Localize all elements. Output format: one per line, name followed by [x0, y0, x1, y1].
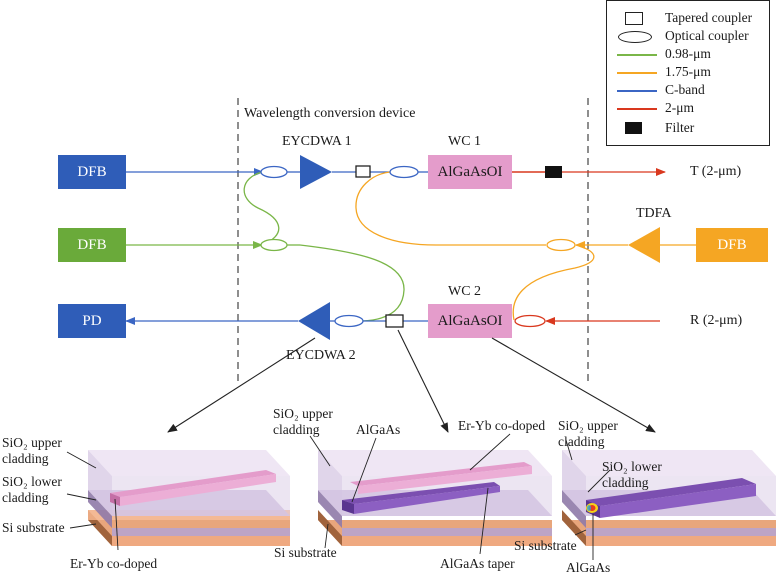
legend-175: 1.75-μm [615, 63, 711, 81]
dfb-right-label: DFB [717, 236, 747, 253]
optical-coupler-right [546, 238, 576, 252]
cs3-upper-label: SiO₂ upper cladding [558, 418, 618, 449]
blue-line-icon [617, 90, 657, 92]
eycdwa2-label: EYCDWA 2 [286, 348, 356, 363]
tapered-coupler-top [355, 165, 371, 178]
tdfa-label: TDFA [636, 206, 672, 221]
eycdwa1-amplifier [300, 155, 332, 189]
cross-section-1 [88, 450, 290, 546]
eycdwa1-label: EYCDWA 1 [282, 134, 352, 149]
tapered-coupler-icon [625, 12, 643, 25]
cross-section-2 [318, 450, 552, 546]
leader-cs3-upper [565, 439, 573, 461]
leader-cs2-algaas [351, 437, 377, 503]
leader-cs2-sub [324, 523, 329, 549]
legend-optical: Optical coupler [615, 27, 749, 45]
device-title: Wavelength conversion device [244, 106, 416, 121]
optical-coupler-top-1 [260, 165, 288, 179]
wc2-chip [428, 304, 512, 338]
legend-2um-label: 2-μm [665, 100, 694, 115]
pointer-arrow-1 [167, 337, 316, 433]
signal-loop-lower [512, 244, 595, 321]
pump-loop-top [243, 171, 280, 246]
cs1-substrate-label: Si substrate [2, 520, 65, 535]
legend-tapered: Tapered coupler [615, 9, 752, 27]
legend: Tapered coupler Optical coupler 0.98-μm … [606, 0, 770, 146]
legend-098: 0.98-μm [615, 45, 711, 63]
legend-filter: Filter [615, 119, 694, 137]
cs2-taper-label: AlGaAs taper [440, 556, 515, 571]
orange-line-icon [617, 72, 657, 74]
port-t-label: T (2-μm) [690, 164, 742, 179]
wc2-label: WC 2 [448, 284, 482, 299]
optical-coupler-bottom-2 [514, 314, 546, 328]
legend-2um: 2-μm [615, 99, 694, 117]
optical-coupler-bottom-1 [334, 314, 364, 328]
leader-cs1-core [114, 498, 119, 551]
leader-cs2-taper [479, 487, 489, 555]
tapered-coupler-bottom [385, 314, 404, 328]
legend-filter-label: Filter [665, 120, 695, 135]
leader-cs1-lower [66, 493, 97, 501]
cross-section-3 [562, 450, 776, 546]
optical-coupler-mid [260, 238, 288, 252]
eycdwa2-amplifier [298, 302, 330, 340]
optical-coupler-icon [618, 31, 652, 43]
dfb-right-box [696, 228, 768, 262]
leader-cs2-core [469, 433, 511, 471]
wc2-chip-label: AlGaAsOI [437, 312, 503, 329]
cs1-upper-label: SiO₂ upper cladding [2, 435, 62, 466]
leader-cs3-lower [587, 469, 611, 493]
port-r-label: R (2-μm) [690, 313, 743, 328]
filter-icon [625, 122, 642, 134]
red-line-icon [617, 108, 657, 110]
filter-block [545, 166, 562, 178]
pd-label: PD [82, 312, 102, 329]
legend-optical-label: Optical coupler [665, 28, 749, 43]
cs2-core-label: Er-Yb co-doped [458, 418, 546, 433]
leader-cs2-upper [309, 435, 331, 467]
cs2-upper-label: SiO₂ upper cladding [273, 406, 333, 437]
legend-tapered-label: Tapered coupler [665, 10, 753, 25]
dfb-mid-box [58, 228, 126, 262]
leader-cs1-sub [69, 523, 97, 529]
dfb-top-label: DFB [77, 163, 107, 180]
cs3-substrate-label: Si substrate [514, 538, 577, 553]
cs2-algaas-label: AlGaAs [356, 422, 401, 437]
signal-line-mid [355, 171, 546, 246]
legend-098-label: 0.98-μm [665, 46, 711, 61]
optical-coupler-top-2 [389, 165, 419, 179]
wc1-label: WC 1 [448, 134, 482, 149]
legend-cband: C-band [615, 81, 705, 99]
dfb-top-box [58, 155, 126, 189]
pointer-arrow-3 [491, 337, 656, 433]
cs2-substrate-label: Si substrate [274, 545, 337, 560]
legend-175-label: 1.75-μm [665, 64, 711, 79]
leader-cs1-upper [66, 451, 97, 469]
green-line-icon [617, 54, 657, 56]
legend-cband-label: C-band [665, 82, 705, 97]
cs1-core-label: Er-Yb co-doped [70, 556, 158, 571]
dfb-mid-label: DFB [77, 236, 107, 253]
pump-loop-bottom [299, 244, 405, 322]
leader-cs3-sub [574, 529, 587, 536]
pointer-arrow-2 [397, 329, 449, 433]
cs3-algaas-label: AlGaAs [566, 560, 611, 575]
cs3-lower-label: SiO₂ lower cladding [602, 459, 662, 490]
cs1-lower-label: SiO₂ lower cladding [2, 474, 62, 505]
wc1-chip-label: AlGaAsOI [437, 163, 503, 180]
tdfa-amplifier [628, 227, 660, 263]
wc1-chip [428, 155, 512, 189]
pd-box [58, 304, 126, 338]
